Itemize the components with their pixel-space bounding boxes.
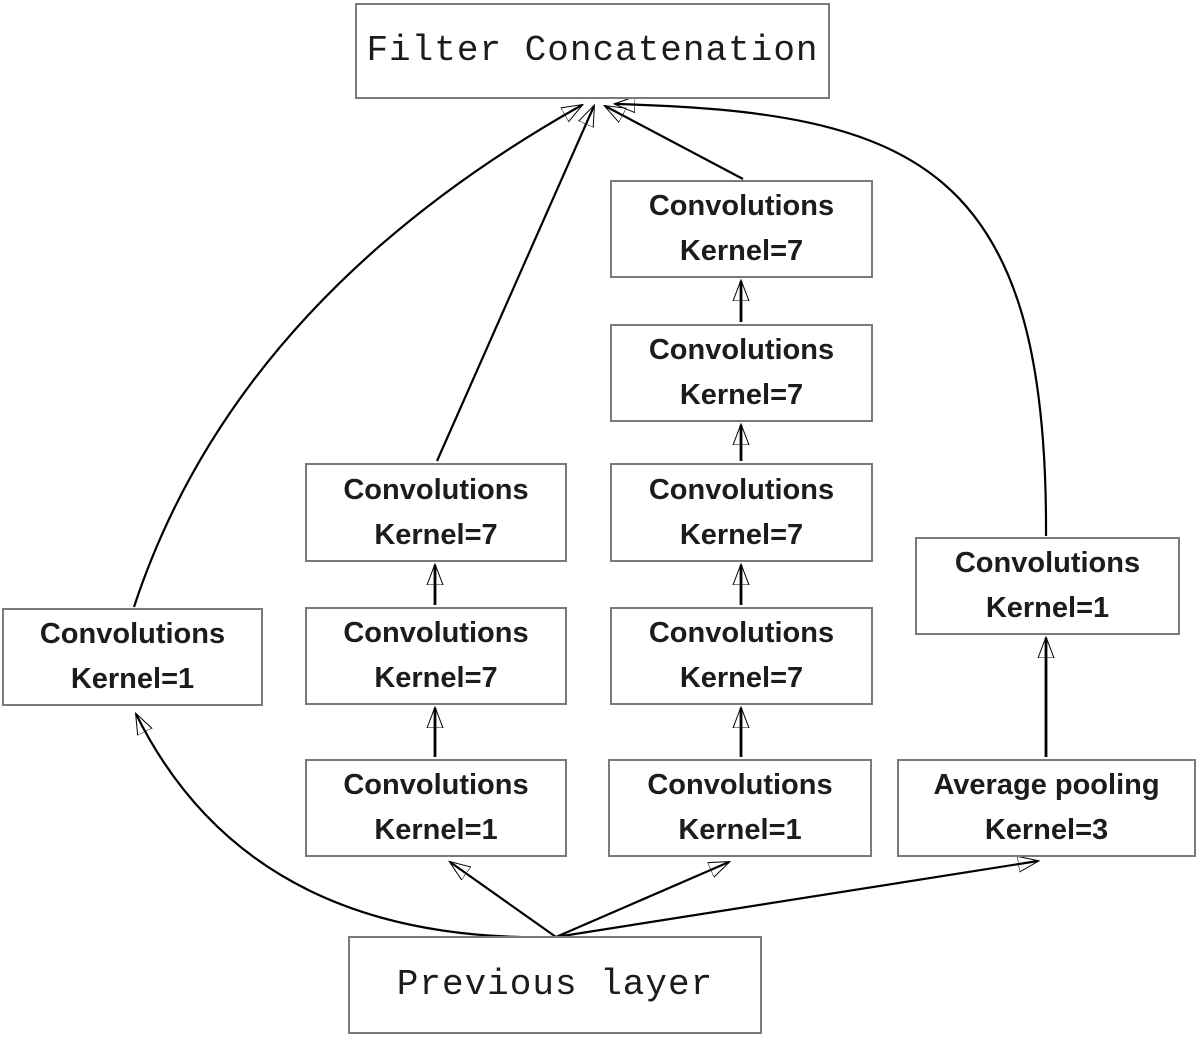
branch3-conv3-box: Convolutions Kernel=7 — [610, 463, 873, 562]
branch3-conv5-line2: Kernel=7 — [679, 235, 804, 267]
bran2-conv3-line2: Kernel=7 — [374, 518, 498, 551]
branch3-conv5-line1: Convolutions — [648, 190, 835, 222]
branch1-conv1-line1: Convolutions — [39, 618, 226, 650]
branch4-pool-line2: Kernel=3 — [984, 814, 1109, 846]
branch4-pool-box: Average pooling Kernel=3 — [897, 759, 1196, 857]
edge-branch1-to-concat — [132, 105, 582, 608]
branch3-conv2-line1: Convolutions — [648, 617, 835, 649]
previous-layer-label: Previous layer — [396, 964, 714, 1006]
edge-branch4-to-concat — [615, 104, 1048, 537]
branch2-conv1-line2: Kernel=1 — [374, 814, 498, 846]
edge-branch2-to-concat — [435, 106, 596, 462]
branch4-pool-line1: Average pooling — [933, 769, 1160, 801]
previous-layer-box: Previous layer — [348, 936, 762, 1034]
branch2-conv3-line1: Convolutions — [343, 473, 529, 506]
branch2-conv1-box: Convolutions Kernel=1 — [305, 759, 567, 857]
branch2-conv2-line1: Convolutions — [343, 617, 529, 649]
edge-prev-to-branch1 — [136, 714, 557, 939]
branch3-conv4-line2: Kernel=7 — [679, 379, 804, 411]
filter-concatenation-box: Filter Concatenation — [355, 3, 830, 99]
branch2-conv2-line2: Kernel=7 — [374, 662, 498, 694]
branch4-conv-line1: Convolutions — [954, 547, 1141, 579]
branch3-conv3-line2: Kernel=7 — [679, 518, 804, 551]
branch3-conv5-box: Convolutions Kernel=7 — [610, 180, 873, 278]
edge-prev-to-branch3 — [555, 860, 729, 939]
branch3-conv1-line2: Kernel=1 — [678, 814, 802, 846]
branch4-conv-line2: Kernel=1 — [985, 592, 1110, 624]
filter-concatenation-label: Filter Concatenation — [366, 30, 819, 72]
branch3-conv2-box: Convolutions Kernel=7 — [610, 607, 873, 705]
branch3-conv4-line1: Convolutions — [648, 334, 835, 366]
branch1-conv1-box: Convolutions Kernel=1 — [2, 608, 263, 706]
branch2-conv2-box: Convolutions Kernel=7 — [305, 607, 567, 705]
branch3-conv3-line1: Convolutions — [648, 473, 835, 506]
branch2-conv1-line1: Convolutions — [343, 769, 529, 801]
branch3-conv4-box: Convolutions Kernel=7 — [610, 324, 873, 422]
branch3-conv1-line1: Convolutions — [647, 769, 833, 801]
edge-prev-to-branch2 — [450, 862, 557, 938]
edge-branch3-to-concat — [605, 106, 744, 180]
branch2-conv3-box: Convolutions Kernel=7 — [305, 463, 567, 562]
branch1-conv1-line2: Kernel=1 — [70, 663, 195, 695]
branch4-conv-box: Convolutions Kernel=1 — [915, 537, 1180, 635]
branch3-conv2-line2: Kernel=7 — [679, 662, 804, 694]
edge-prev-to-branch4 — [555, 861, 1038, 939]
branch3-conv1-box: Convolutions Kernel=1 — [608, 759, 872, 857]
